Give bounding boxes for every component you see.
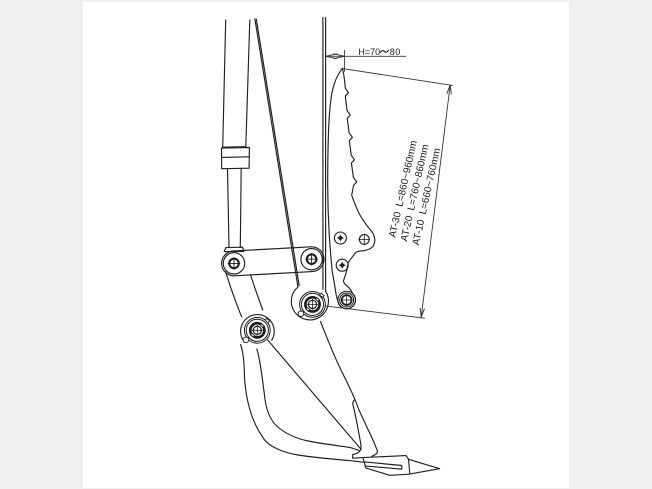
svg-text:80: 80 xyxy=(390,47,401,57)
svg-text:H=70: H=70 xyxy=(358,47,380,57)
